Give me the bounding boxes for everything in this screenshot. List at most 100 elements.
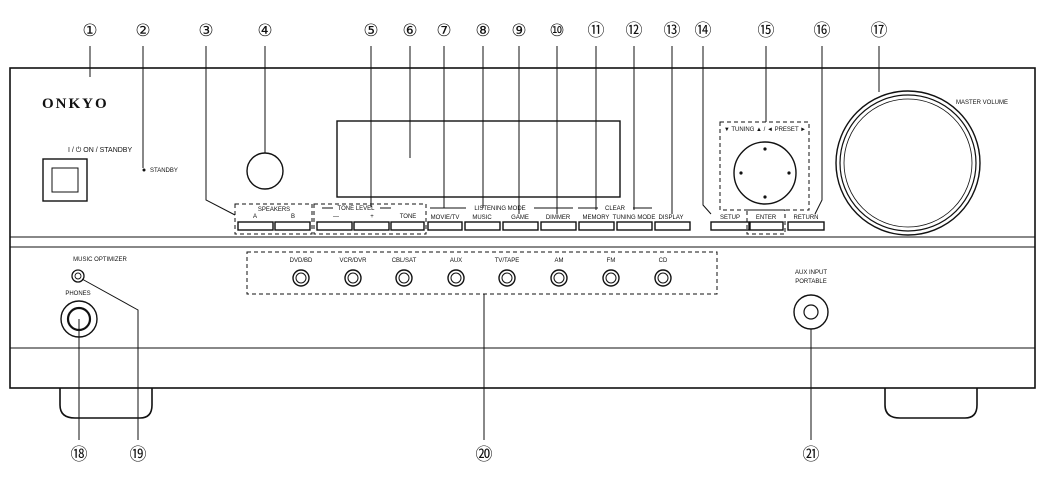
- brand-logo: ONKYO: [42, 96, 109, 112]
- master-volume-knob-ring: [839, 94, 977, 232]
- leader-16: [814, 46, 823, 215]
- input-button-fm[interactable]: [602, 269, 620, 287]
- tone-group-box: [313, 203, 427, 235]
- master-volume-label: MASTER VOLUME: [956, 100, 1008, 106]
- speakers-group-box: [234, 203, 313, 235]
- tone-plus-button[interactable]: [353, 221, 390, 231]
- display-label: DISPLAY: [659, 215, 684, 221]
- tone-plus-label: +: [370, 214, 374, 220]
- enter-label: ENTER: [756, 215, 777, 221]
- callout-19: ⑲: [130, 445, 147, 465]
- input-label-am: AM: [555, 258, 564, 264]
- leader-3: [205, 46, 236, 216]
- game-button[interactable]: [502, 221, 539, 231]
- callout-3: ③: [198, 21, 213, 41]
- dimmer-label: DIMMER: [546, 215, 571, 221]
- callout-14: ⑭: [695, 21, 712, 41]
- speaker-a-label: A: [253, 214, 257, 220]
- input-button-aux[interactable]: [447, 269, 465, 287]
- callout-18: ⑱: [71, 445, 88, 465]
- dimmer-button[interactable]: [540, 221, 577, 231]
- input-label-fm: FM: [607, 258, 616, 264]
- master-volume-knob-outer[interactable]: [835, 90, 981, 236]
- callout-15: ⑮: [758, 21, 775, 41]
- music-optimizer-button-inner: [74, 272, 82, 280]
- movie-tv-button[interactable]: [427, 221, 463, 231]
- music-optimizer-label: MUSIC OPTIMIZER: [73, 257, 127, 263]
- callout-17: ⑰: [871, 21, 888, 41]
- setup-label: SETUP: [720, 215, 740, 221]
- phones-label: PHONES: [65, 291, 90, 297]
- dial-dot-down: [763, 195, 767, 199]
- input-button-dvd-bd[interactable]: [292, 269, 310, 287]
- input-button-vcr-dvr[interactable]: [344, 269, 362, 287]
- input-label-dvd-bd: DVD/BD: [290, 258, 313, 264]
- display-button[interactable]: [654, 221, 691, 231]
- callout-12: ⑫: [626, 21, 643, 41]
- movie-tv-label: MOVIE/TV: [431, 215, 460, 221]
- memory-label: MEMORY: [583, 215, 610, 221]
- callout-13: ⑬: [664, 21, 681, 41]
- standby-indicator: [142, 168, 146, 172]
- callout-21: ㉑: [803, 445, 820, 465]
- enter-dashed-box: [746, 209, 786, 235]
- tuning-mode-button[interactable]: [616, 221, 653, 231]
- tone-minus-button[interactable]: [316, 221, 353, 231]
- input-label-cd: CD: [659, 258, 668, 264]
- display-window: [336, 120, 621, 198]
- input-selector-buttons: DVD/BD VCR/DVR CBL/SAT AUX TV/TAPE AM FM CD: [290, 258, 672, 287]
- input-button-inner-cd: [657, 272, 669, 284]
- music-label: MUSIC: [472, 215, 492, 221]
- music-optimizer-button[interactable]: [71, 269, 85, 283]
- callout-2: ②: [135, 21, 150, 41]
- speaker-b-button[interactable]: [274, 221, 311, 231]
- input-button-inner-fm: [605, 272, 617, 284]
- left-foot: [59, 388, 153, 419]
- game-label: GAME: [511, 215, 529, 221]
- tone-minus-label: —: [333, 214, 339, 220]
- callout-16: ⑯: [814, 21, 831, 41]
- tuning-preset-dashed-top: [719, 121, 810, 211]
- dial-dot-up: [763, 147, 767, 151]
- input-button-cd[interactable]: [654, 269, 672, 287]
- input-button-inner-cbl-sat: [398, 272, 410, 284]
- power-button-inner: [51, 167, 79, 193]
- callout-7: ⑦: [436, 21, 451, 41]
- input-button-inner-tv-tape: [501, 272, 513, 284]
- input-label-aux: AUX: [450, 258, 462, 264]
- music-button[interactable]: [464, 221, 501, 231]
- power-label: I / ⏻ ON / STANDBY: [68, 146, 132, 154]
- aux-input-jack[interactable]: [803, 304, 819, 320]
- setup-button[interactable]: [710, 221, 750, 231]
- callout-9: ⑨: [511, 21, 526, 41]
- tone-level-label: TONE LEVEL: [338, 206, 376, 212]
- portable-label: PORTABLE: [795, 279, 826, 285]
- leader-19: [81, 278, 139, 440]
- input-button-tv-tape[interactable]: [498, 269, 516, 287]
- return-button[interactable]: [787, 221, 825, 231]
- leader-14: [702, 46, 712, 215]
- tuning-preset-dial[interactable]: [733, 141, 797, 205]
- power-button[interactable]: [42, 158, 88, 202]
- return-label: RETURN: [794, 215, 819, 221]
- input-selector-group-box: [246, 251, 718, 295]
- enter-button[interactable]: [749, 221, 784, 231]
- speaker-a-button[interactable]: [237, 221, 274, 231]
- tone-label: TONE: [400, 214, 417, 220]
- standby-label: STANDBY: [150, 168, 178, 174]
- callout-6: ⑥: [402, 21, 417, 41]
- callout-4: ④: [257, 21, 272, 41]
- input-label-tv-tape: TV/TAPE: [495, 258, 520, 264]
- input-label-vcr-dvr: VCR/DVR: [339, 258, 367, 264]
- memory-button[interactable]: [578, 221, 615, 231]
- remote-sensor: [246, 152, 284, 190]
- input-button-cbl-sat[interactable]: [395, 269, 413, 287]
- speaker-b-label: B: [291, 214, 295, 220]
- input-label-cbl-sat: CBL/SAT: [392, 258, 417, 264]
- tone-button[interactable]: [390, 221, 425, 231]
- master-volume-knob-inner: [843, 98, 973, 228]
- input-button-am[interactable]: [550, 269, 568, 287]
- tuning-preset-label: ▼ TUNING ▲ / ◄ PRESET ►: [724, 127, 806, 133]
